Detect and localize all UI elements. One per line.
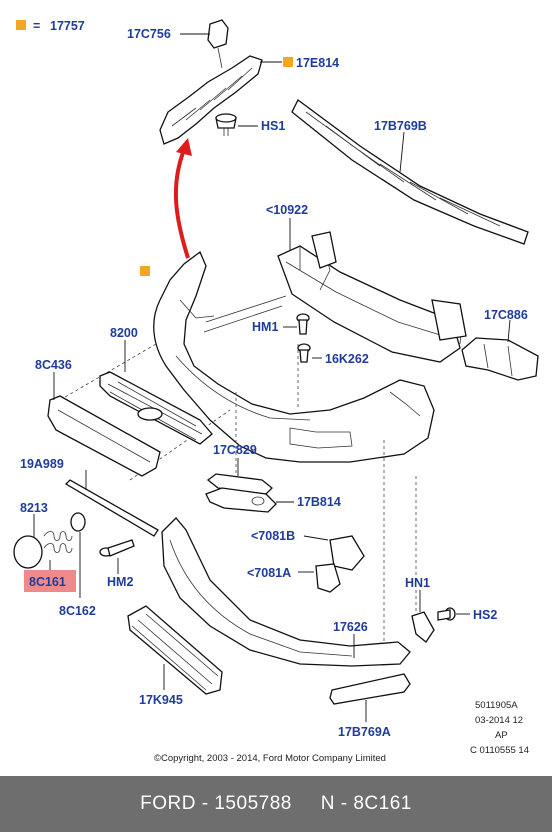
reinforcement-17b769b [291, 99, 529, 245]
footer-bar: FORD - 1505788 N - 8C161 [0, 776, 552, 832]
label-7081b[interactable]: <7081B [251, 529, 295, 543]
legend-equals: = [33, 19, 40, 33]
legend-code: 17757 [50, 19, 85, 33]
legend-square-icon [16, 20, 26, 30]
clip-16k262-icon [297, 343, 311, 363]
label-8213[interactable]: 8213 [20, 501, 48, 515]
spring-8c161-icon [43, 512, 86, 553]
screw-hm2-icon [99, 539, 135, 557]
label-8c162[interactable]: 8C162 [59, 604, 96, 618]
copyright: ©Copyright, 2003 - 2014, Ford Motor Comp… [154, 753, 386, 764]
parts-diagram: = 17757 17C756 17E814 HS1 17B769B <10922 [13, 19, 539, 764]
grille-8200 [99, 371, 213, 445]
strip-19a989 [64, 479, 159, 537]
bracket-17c756 [159, 19, 263, 145]
label-17626[interactable]: 17626 [333, 620, 368, 634]
screw-hs1-icon [215, 113, 237, 136]
frame-8c436 [47, 395, 161, 477]
absorber-17b769a [329, 673, 411, 705]
highlight-8c161 [24, 570, 76, 592]
grille-17k945 [127, 605, 223, 695]
label-17b769a[interactable]: 17B769A [338, 725, 391, 739]
clip-hm1-icon [296, 313, 310, 335]
lower-bumper-17626 [161, 517, 411, 667]
bezel-17b814 [205, 487, 277, 513]
bracket-17c886 [461, 337, 539, 381]
bezel-17c829 [206, 473, 273, 495]
label-17c886[interactable]: 17C886 [484, 308, 528, 322]
leader-17c886 [507, 319, 511, 343]
doc-info-line1: 5011905A [475, 700, 518, 711]
label-hn1[interactable]: HN1 [405, 576, 430, 590]
label-hs1[interactable]: HS1 [261, 119, 285, 133]
label-8c436[interactable]: 8C436 [35, 358, 72, 372]
label-17c829[interactable]: 17C829 [213, 443, 257, 457]
cover-7081b [329, 535, 365, 571]
screw-hs2-icon [437, 607, 456, 621]
doc-info-line4: C 0110555 14 [470, 745, 529, 756]
label-8200[interactable]: 8200 [110, 326, 138, 340]
label-17c756[interactable]: 17C756 [127, 27, 171, 41]
doc-info-line2: 03-2014 12 [475, 715, 523, 726]
label-17k945[interactable]: 17K945 [139, 693, 183, 707]
direction-arrow [173, 149, 190, 259]
cover-7081a [315, 563, 341, 593]
label-8c161[interactable]: 8C161 [29, 575, 66, 589]
leader-7081b [303, 535, 329, 541]
label-10922[interactable]: <10922 [266, 203, 308, 217]
doc-info-line3: AP [495, 730, 508, 741]
label-17e814[interactable]: 17E814 [296, 56, 339, 70]
direction-arrow-head [176, 138, 192, 156]
marker-17e814-icon [283, 57, 293, 67]
leader-17b769b [399, 131, 405, 173]
emblem-8213-icon [13, 535, 43, 569]
label-hs2[interactable]: HS2 [473, 608, 497, 622]
label-hm2[interactable]: HM2 [107, 575, 133, 589]
label-hm1[interactable]: HM1 [252, 320, 278, 334]
label-16k262[interactable]: 16K262 [325, 352, 369, 366]
reinforcement-10922 [277, 231, 467, 363]
nut-hn1-icon [411, 611, 435, 643]
label-17b814[interactable]: 17B814 [297, 495, 341, 509]
marker-17757-icon [140, 266, 150, 276]
guide-line [59, 343, 157, 401]
label-19a989[interactable]: 19A989 [20, 457, 64, 471]
label-7081a[interactable]: <7081A [247, 566, 291, 580]
label-17b769b[interactable]: 17B769B [374, 119, 427, 133]
bumper-cover [153, 250, 435, 463]
footer-part-number: FORD - 1505788 N - 8C161 [140, 793, 412, 814]
